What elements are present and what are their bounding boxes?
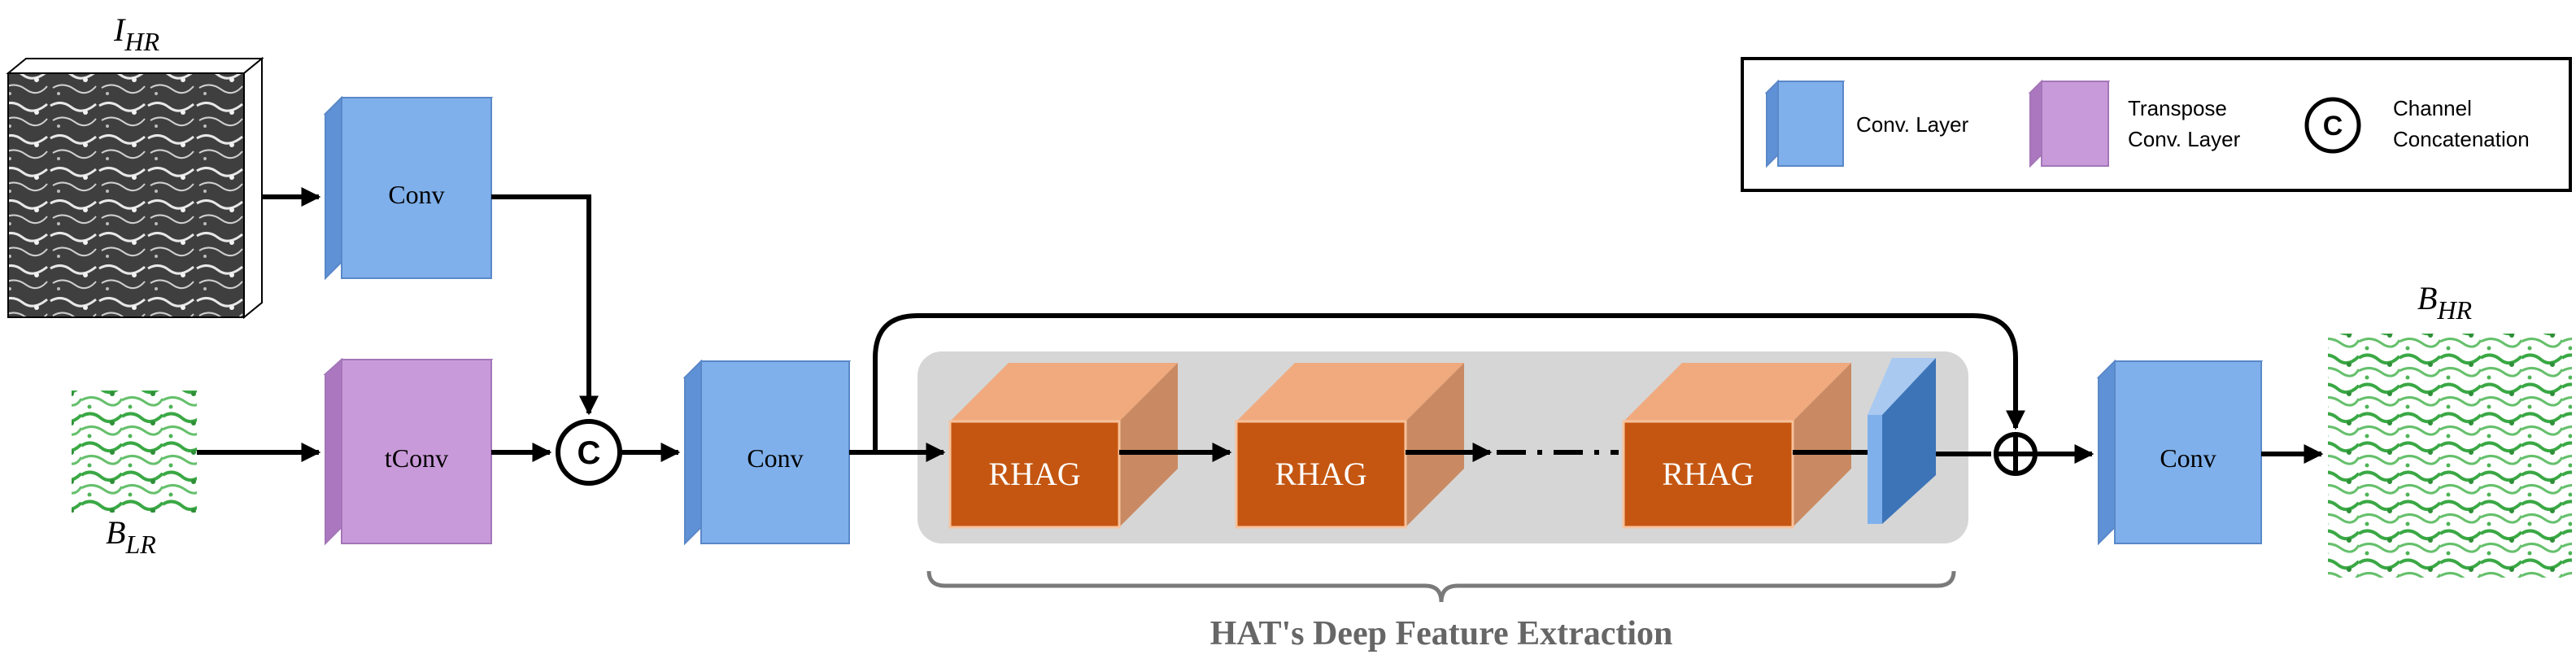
concat-node: C — [556, 419, 622, 486]
legend-concat-label-1: Channel — [2393, 96, 2472, 120]
label-bhr: BHR — [2417, 280, 2473, 325]
rhag-block-1: RHAG — [948, 363, 1178, 529]
conv-mid-block: Conv — [682, 359, 852, 546]
conv-out-label: Conv — [2160, 443, 2216, 473]
rhag-block-2: RHAG — [1235, 363, 1464, 529]
sum-node — [1994, 432, 2038, 476]
rhag-2-label: RHAG — [1275, 456, 1366, 492]
conv-out-block: Conv — [2096, 359, 2264, 546]
legend-tconv-icon — [2028, 79, 2111, 168]
svg-text:C: C — [2323, 111, 2343, 142]
legend-concat-icon: C — [2304, 97, 2361, 154]
hat-bracket-label: HAT's Deep Feature Extraction — [1210, 615, 1673, 652]
input-image-blr — [72, 391, 197, 513]
tconv-block: tConv — [323, 357, 494, 546]
legend-tconv-label-2: Conv. Layer — [2128, 127, 2241, 151]
legend-conv-icon — [1764, 79, 1846, 168]
skip-connection — [873, 313, 2025, 452]
label-blr: BLR — [106, 514, 156, 559]
rhag-1-label: RHAG — [988, 456, 1080, 492]
legend: Conv. Layer Transpose Conv. Layer C Chan… — [1741, 57, 2572, 192]
legend-tconv-label-1: Transpose — [2128, 96, 2227, 120]
conv-top-block: Conv — [323, 95, 494, 281]
output-image-bhr — [2328, 334, 2572, 578]
hat-bracket — [926, 570, 1956, 603]
conv-top-label: Conv — [388, 180, 444, 209]
hat-inner-conv-slab — [1868, 358, 1936, 524]
conv-mid-label: Conv — [747, 443, 803, 473]
tconv-label: tConv — [385, 443, 448, 473]
legend-concat-label-2: Concatenation — [2393, 127, 2530, 151]
arrow-conv-to-concat — [491, 194, 599, 416]
rhag-block-3: RHAG — [1622, 363, 1851, 529]
concat-symbol: C — [578, 435, 601, 471]
connections — [197, 187, 2324, 464]
legend-box — [1741, 57, 2572, 192]
rhag-3-label: RHAG — [1662, 456, 1754, 492]
input-image-ihr — [6, 56, 264, 320]
label-ihr: IHR — [113, 11, 159, 56]
legend-conv-label: Conv. Layer — [1856, 112, 1969, 137]
